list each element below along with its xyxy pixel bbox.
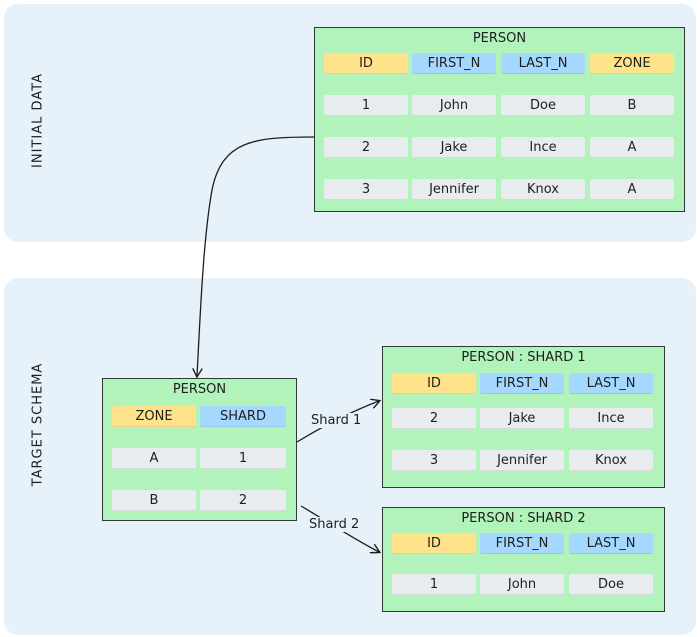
header-id: ID [324,53,408,74]
cell: Knox [569,450,653,471]
cell: 2 [200,490,286,511]
cell: 3 [324,179,408,200]
cell: Doe [569,574,653,595]
header-id: ID [392,533,476,554]
header-first-name: FIRST_N [480,373,564,394]
cell: Ince [501,137,585,158]
table-title: PERSON [472,31,527,46]
header-zone: ZONE [590,53,674,74]
initial-to-mapping-arrow [197,136,315,376]
header-id: ID [392,373,476,394]
shard1-table: PERSON : SHARD 1 ID FIRST_N LAST_N 2 Jak… [382,346,665,488]
cell: Jake [412,137,496,158]
table-title: PERSON [172,382,227,397]
cell: Jennifer [412,179,496,200]
cell: A [590,179,674,200]
cell: 2 [392,408,476,429]
cell: A [590,137,674,158]
cell: Jake [480,408,564,429]
cell: John [480,574,564,595]
header-first-name: FIRST_N [480,533,564,554]
mapping-person-table: PERSON ZONE SHARD A 1 B 2 [102,378,297,521]
shard2-table: PERSON : SHARD 2 ID FIRST_N LAST_N 1 Joh… [382,507,665,612]
cell: Ince [569,408,653,429]
cell: Jennifer [480,450,564,471]
cell: 3 [392,450,476,471]
cell: Doe [501,95,585,116]
header-last-name: LAST_N [501,53,585,74]
header-shard: SHARD [200,406,286,427]
cell: B [112,490,196,511]
cell: Knox [501,179,585,200]
cell: B [590,95,674,116]
cell: A [112,448,196,469]
cell: 1 [392,574,476,595]
header-first-name: FIRST_N [412,53,496,74]
header-zone: ZONE [112,406,196,427]
header-last-name: LAST_N [569,533,653,554]
shard1-arrow-label: Shard 1 [309,413,364,428]
cell: 1 [324,95,408,116]
table-title: PERSON : SHARD 1 [461,350,586,365]
table-title: PERSON : SHARD 2 [461,511,586,526]
initial-person-table: PERSON ID FIRST_N LAST_N ZONE 1 John Doe… [314,27,685,212]
shard2-arrow-label: Shard 2 [307,517,362,532]
cell: 2 [324,137,408,158]
header-last-name: LAST_N [569,373,653,394]
cell: John [412,95,496,116]
cell: 1 [200,448,286,469]
